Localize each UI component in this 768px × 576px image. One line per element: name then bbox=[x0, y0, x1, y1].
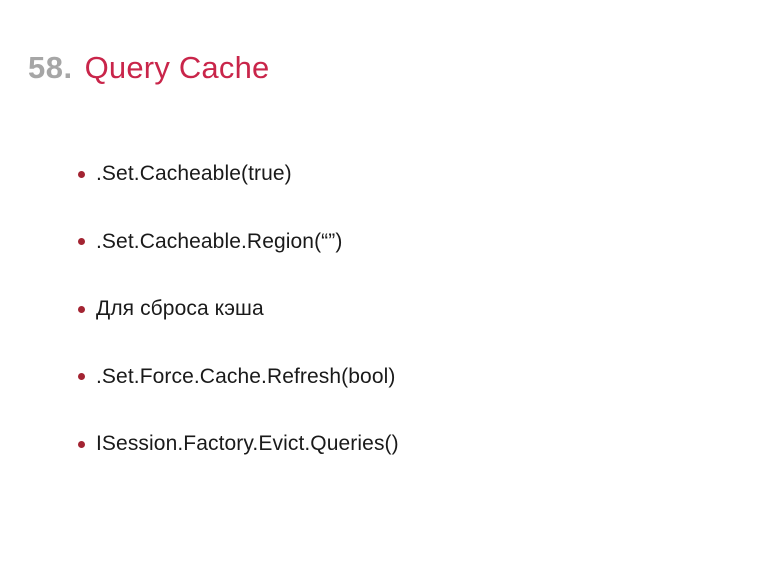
bullet-list: .Set.Cacheable(true) .Set.Cacheable.Regi… bbox=[72, 140, 712, 478]
list-item-label: .Set.Force.Cache.Refresh(bool) bbox=[96, 364, 396, 388]
slide-number: 58. bbox=[28, 50, 73, 85]
bullet-dot-icon bbox=[78, 238, 85, 246]
list-item: ISession.Factory.Evict.Queries() bbox=[72, 410, 712, 478]
list-item: .Set.Cacheable(true) bbox=[72, 140, 712, 208]
list-item-label: .Set.Cacheable(true) bbox=[96, 162, 292, 186]
list-item-label: ISession.Factory.Evict.Queries() bbox=[96, 432, 399, 456]
bullet-dot-icon bbox=[78, 440, 85, 448]
list-item: Для сброса кэша bbox=[72, 275, 712, 343]
list-item-label: Для сброса кэша bbox=[96, 297, 264, 321]
bullet-dot-icon bbox=[78, 305, 85, 313]
list-item: .Set.Force.Cache.Refresh(bool) bbox=[72, 343, 712, 411]
bullet-dot-icon bbox=[78, 373, 85, 381]
slide-title-text: Query Cache bbox=[84, 50, 270, 85]
list-item: .Set.Cacheable.Region(“”) bbox=[72, 208, 712, 276]
bullet-dot-icon bbox=[78, 170, 85, 178]
list-item-label: .Set.Cacheable.Region(“”) bbox=[96, 229, 343, 253]
page-title: 58. Query Cache bbox=[28, 50, 269, 86]
